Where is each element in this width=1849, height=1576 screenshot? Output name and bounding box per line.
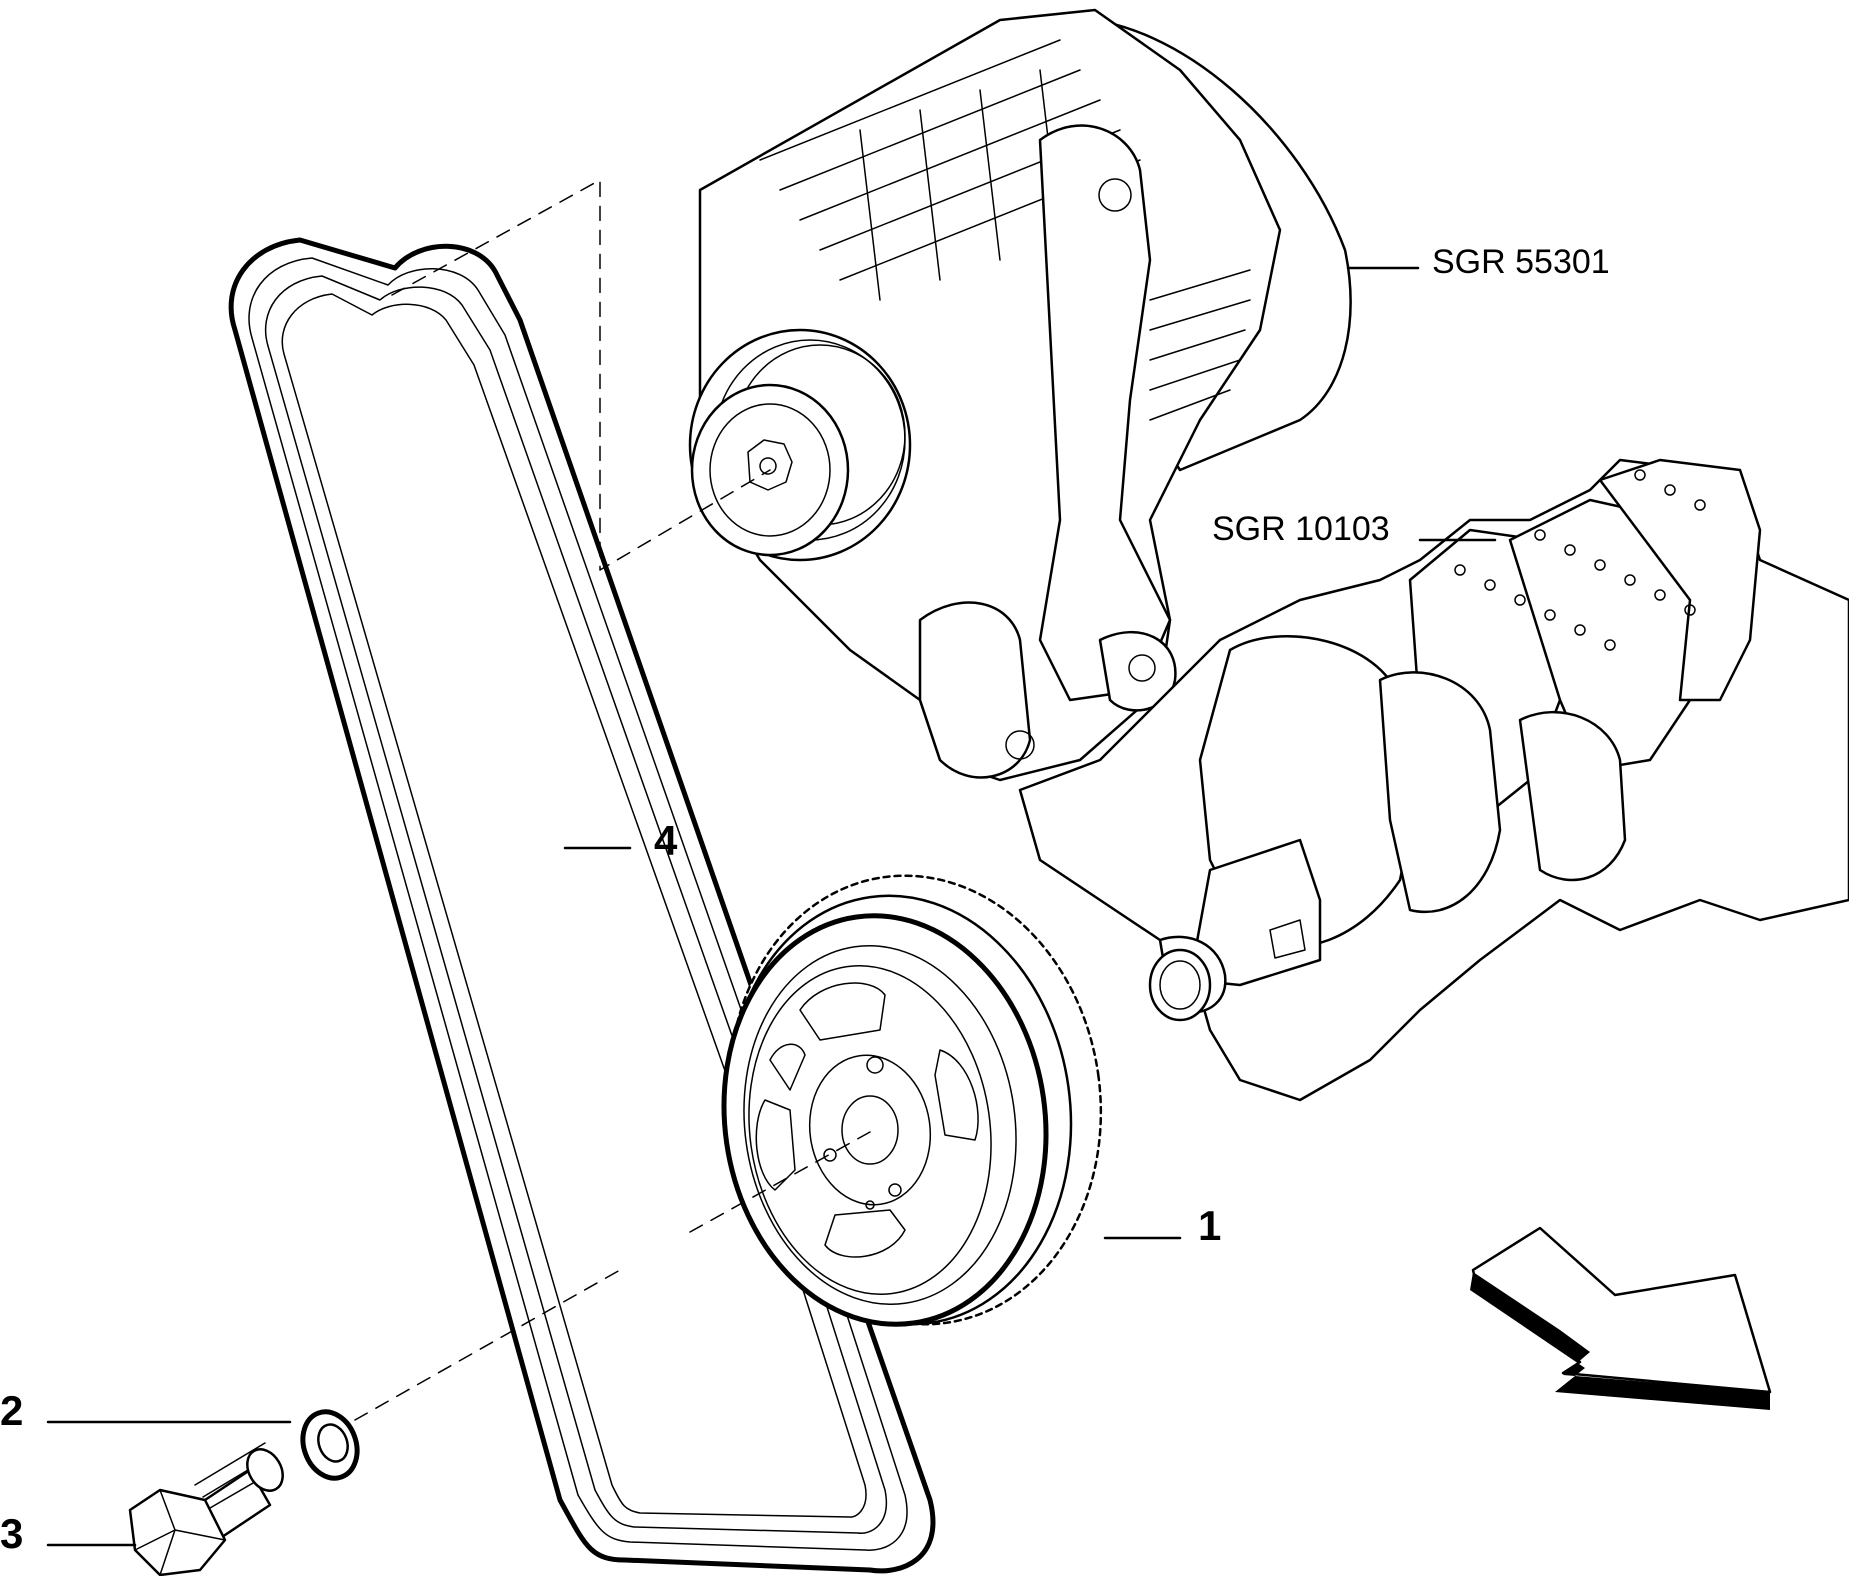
- washer: [300, 1409, 360, 1481]
- alternator-drawing: [688, 8, 1352, 782]
- callout-3: 3: [0, 1510, 23, 1557]
- crankshaft-drawing: [1018, 458, 1849, 1102]
- drive-belt: [228, 237, 936, 1574]
- ref-alternator: SGR 55301: [1432, 243, 1610, 281]
- bolt: [128, 1442, 284, 1576]
- leader-lines: [46, 266, 1497, 1547]
- callout-1: 1: [1198, 1202, 1221, 1249]
- callout-4: 4: [654, 817, 678, 864]
- assembly-lines: [354, 179, 871, 1421]
- direction-arrow: [1470, 1226, 1772, 1410]
- crankshaft-pulley: [721, 874, 1103, 1327]
- callout-2: 2: [0, 1387, 23, 1434]
- ref-crankshaft: SGR 10103: [1212, 510, 1390, 548]
